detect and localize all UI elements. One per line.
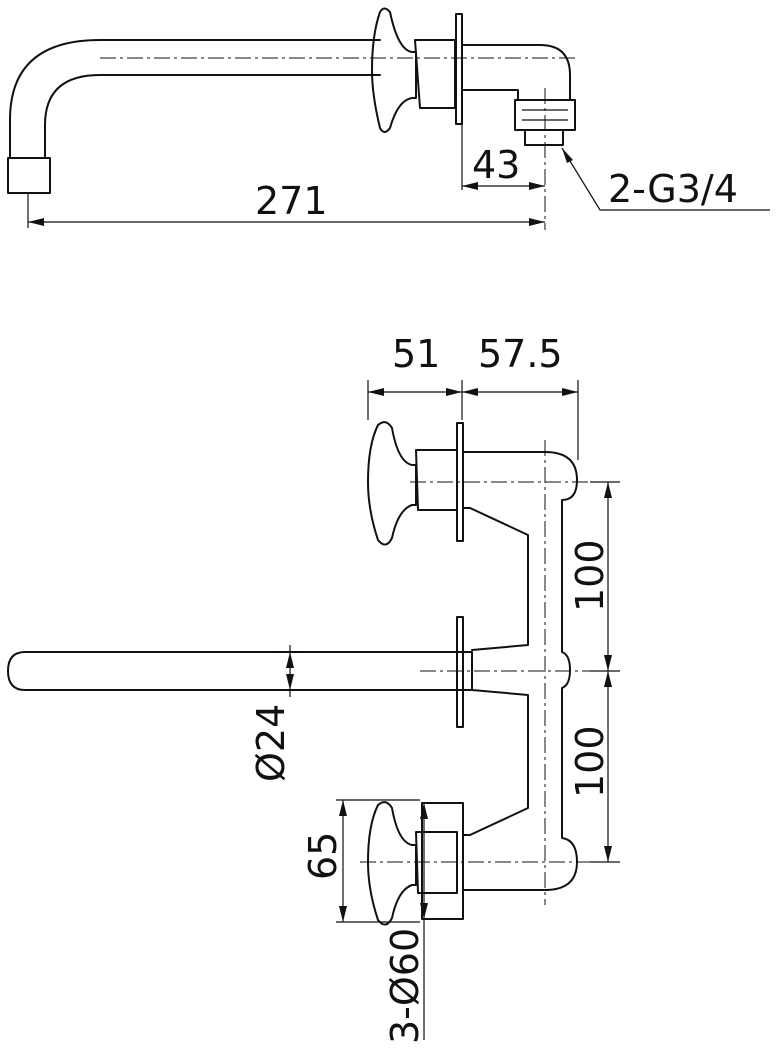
lower-handle-hub bbox=[415, 831, 458, 894]
dim-lower-spacing-label: 100 bbox=[568, 725, 612, 798]
dim-rosette-label: 3-Ø60 bbox=[383, 928, 427, 1044]
top-view: 43 271 2-G3/4 bbox=[7, 7, 770, 230]
top-handle-hub bbox=[414, 39, 456, 109]
top-handle bbox=[371, 7, 417, 133]
top-connection-thread bbox=[524, 129, 564, 146]
lower-rosette bbox=[421, 802, 464, 920]
dim-upper-spacing-label: 100 bbox=[568, 539, 612, 612]
valve-body-inner bbox=[462, 507, 529, 836]
dim-spout-dia-label: Ø24 bbox=[249, 704, 293, 782]
dim-connection-label: 2-G3/4 bbox=[608, 167, 738, 211]
front-spout bbox=[7, 651, 463, 691]
front-view: 51 57.5 100 100 bbox=[7, 332, 620, 1044]
dim-handle-depth-label: 51 bbox=[392, 332, 440, 376]
top-rosette bbox=[455, 13, 463, 125]
dim-handle-height-label: 65 bbox=[301, 832, 345, 880]
dim-depth-label: 43 bbox=[472, 143, 520, 187]
connection-leader bbox=[561, 147, 770, 211]
lower-handle bbox=[367, 801, 417, 926]
upper-handle-hub bbox=[415, 449, 458, 511]
dim-overall-label: 271 bbox=[255, 179, 328, 223]
top-spout-outlet bbox=[7, 157, 51, 194]
upper-handle bbox=[367, 421, 417, 546]
top-body bbox=[461, 44, 571, 101]
dim-body-depth-label: 57.5 bbox=[478, 332, 563, 376]
top-spout bbox=[9, 39, 381, 159]
